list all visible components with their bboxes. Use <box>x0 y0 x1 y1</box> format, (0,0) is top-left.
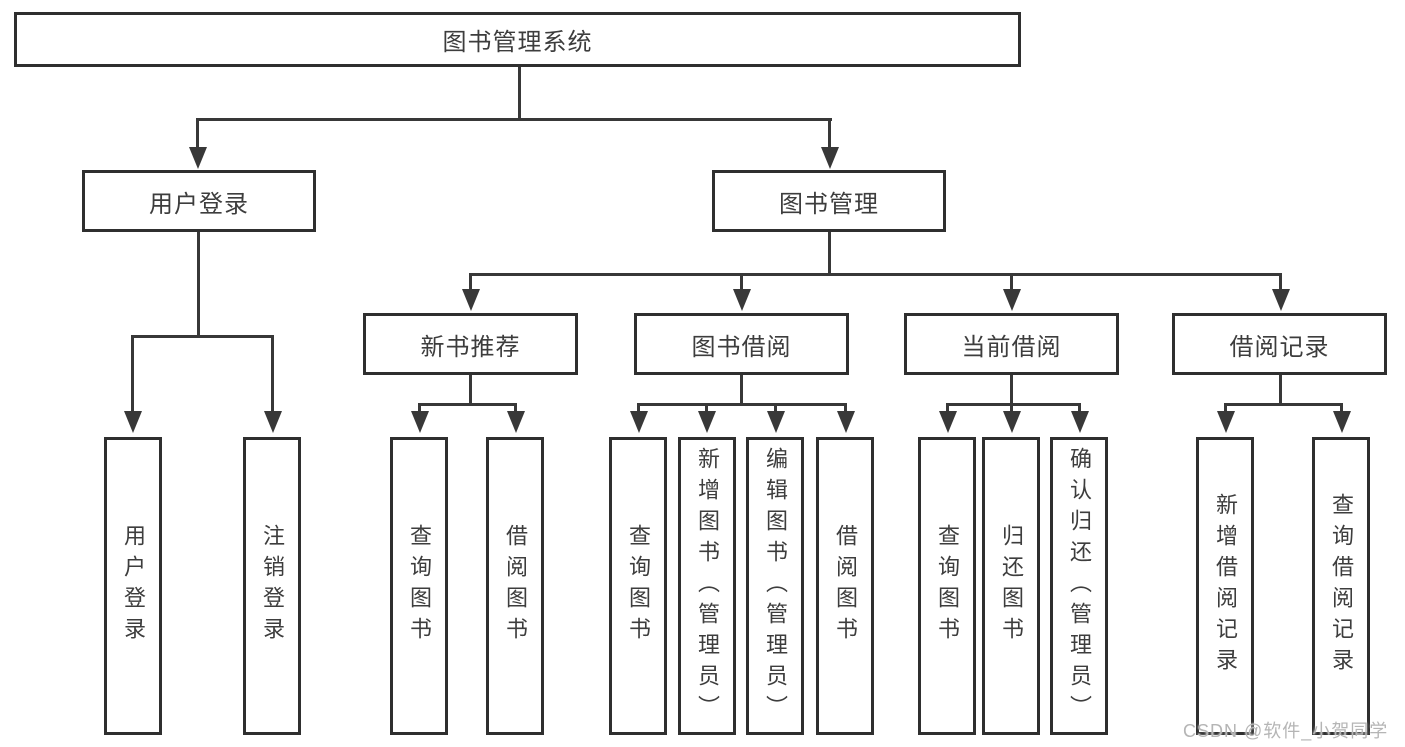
connector-root-drop <box>518 67 521 120</box>
connector-new-book-split <box>418 403 517 406</box>
connector-stem-confirm-return <box>1078 403 1081 413</box>
connector-stem-edit-book <box>774 403 777 413</box>
connector-stem-add-record <box>1224 403 1227 413</box>
arrowhead-borrow-records <box>1272 289 1290 311</box>
arrowhead-logout-leaf <box>264 411 282 433</box>
leaf-query-borrow-record-label: 查询借阅记录 <box>1329 493 1354 679</box>
leaf-add-borrow-record: 新增借阅记录 <box>1196 437 1254 735</box>
leaf-borrow-book-borrowing-label: 借阅图书 <box>833 524 858 648</box>
leaf-query-book-borrowing-label: 查询图书 <box>626 524 651 648</box>
arrowhead-borrow2 <box>837 411 855 433</box>
connector-stem-query3 <box>946 403 949 413</box>
leaf-query-borrow-record: 查询借阅记录 <box>1312 437 1370 735</box>
arrowhead-user-login <box>189 147 207 169</box>
connector-stem-query1 <box>418 403 421 413</box>
node-user-login: 用户登录 <box>82 170 316 232</box>
node-borrowing-records: 借阅记录 <box>1172 313 1387 375</box>
connector-stem-book-borrow <box>740 273 743 291</box>
connector-records-drop <box>1279 375 1282 405</box>
leaf-edit-book-admin: 编辑图书（管理员） <box>746 437 804 735</box>
connector-stem-query2 <box>637 403 640 413</box>
arrowhead-return-book <box>1003 411 1021 433</box>
leaf-user-login-label: 用户登录 <box>121 524 146 648</box>
leaf-query-book-recommend-label: 查询图书 <box>407 524 432 648</box>
arrowhead-add-record <box>1217 411 1235 433</box>
arrowhead-query3 <box>939 411 957 433</box>
leaf-borrow-book-recommend: 借阅图书 <box>486 437 544 735</box>
leaf-query-book-borrowing: 查询图书 <box>609 437 667 735</box>
arrowhead-add-book <box>698 411 716 433</box>
arrowhead-borrow1 <box>507 411 525 433</box>
connector-stem-logout-leaf <box>271 335 274 413</box>
leaf-add-book-admin: 新增图书（管理员） <box>678 437 736 735</box>
leaf-query-book-recommend: 查询图书 <box>390 437 448 735</box>
connector-stem-login-leaf <box>131 335 134 413</box>
leaf-borrow-book-recommend-label: 借阅图书 <box>503 524 528 648</box>
connector-stem-borrow1 <box>514 403 517 413</box>
connector-user-login-split <box>131 335 274 338</box>
node-book-borrowing: 图书借阅 <box>634 313 849 375</box>
connector-book-borrow-drop <box>740 375 743 405</box>
arrowhead-book-borrow <box>733 289 751 311</box>
connector-root-split <box>196 118 832 121</box>
connector-stem-new-book <box>469 273 472 291</box>
arrowhead-new-book <box>462 289 480 311</box>
connector-stem-add-book <box>705 403 708 413</box>
connector-stem-current-borrow <box>1010 273 1013 291</box>
node-current-borrowing: 当前借阅 <box>904 313 1119 375</box>
leaf-user-login: 用户登录 <box>104 437 162 735</box>
leaf-logout-label: 注销登录 <box>260 524 285 648</box>
arrowhead-confirm-return <box>1071 411 1089 433</box>
leaf-add-borrow-record-label: 新增借阅记录 <box>1213 493 1238 679</box>
connector-user-login-drop <box>197 232 200 337</box>
connector-stem-book-mgmt <box>828 118 831 148</box>
arrowhead-edit-book <box>767 411 785 433</box>
node-new-book-recommend: 新书推荐 <box>363 313 578 375</box>
leaf-borrow-book-borrowing: 借阅图书 <box>816 437 874 735</box>
arrowhead-book-mgmt <box>821 147 839 169</box>
arrowhead-query2 <box>630 411 648 433</box>
arrowhead-login-leaf <box>124 411 142 433</box>
connector-stem-query-record <box>1340 403 1343 413</box>
leaf-add-book-admin-label: 新增图书（管理员） <box>695 446 720 726</box>
connector-current-borrow-split <box>946 403 1081 406</box>
connector-stem-return-book <box>1010 403 1013 413</box>
connector-new-book-drop <box>469 375 472 405</box>
arrowhead-query-record <box>1333 411 1351 433</box>
node-root: 图书管理系统 <box>14 12 1021 67</box>
leaf-logout: 注销登录 <box>243 437 301 735</box>
leaf-query-book-current: 查询图书 <box>918 437 976 735</box>
arrowhead-query1 <box>411 411 429 433</box>
leaf-query-book-current-label: 查询图书 <box>935 524 960 648</box>
connector-book-mgmt-drop <box>828 232 831 275</box>
leaf-return-book: 归还图书 <box>982 437 1040 735</box>
connector-book-mgmt-split <box>469 273 1282 276</box>
leaf-edit-book-admin-label: 编辑图书（管理员） <box>763 446 788 726</box>
connector-stem-borrow2 <box>844 403 847 413</box>
connector-stem-borrow-records <box>1279 273 1282 291</box>
leaf-confirm-return-admin-label: 确认归还（管理员） <box>1067 446 1092 726</box>
leaf-confirm-return-admin: 确认归还（管理员） <box>1050 437 1108 735</box>
node-book-management: 图书管理 <box>712 170 946 232</box>
connector-book-borrow-split <box>637 403 847 406</box>
leaf-return-book-label: 归还图书 <box>999 524 1024 648</box>
connector-current-borrow-drop <box>1010 375 1013 405</box>
watermark: CSDN @软件_小贺同学 <box>1183 721 1389 741</box>
arrowhead-current-borrow <box>1003 289 1021 311</box>
connector-stem-user-login <box>196 118 199 148</box>
connector-records-split <box>1224 403 1343 406</box>
